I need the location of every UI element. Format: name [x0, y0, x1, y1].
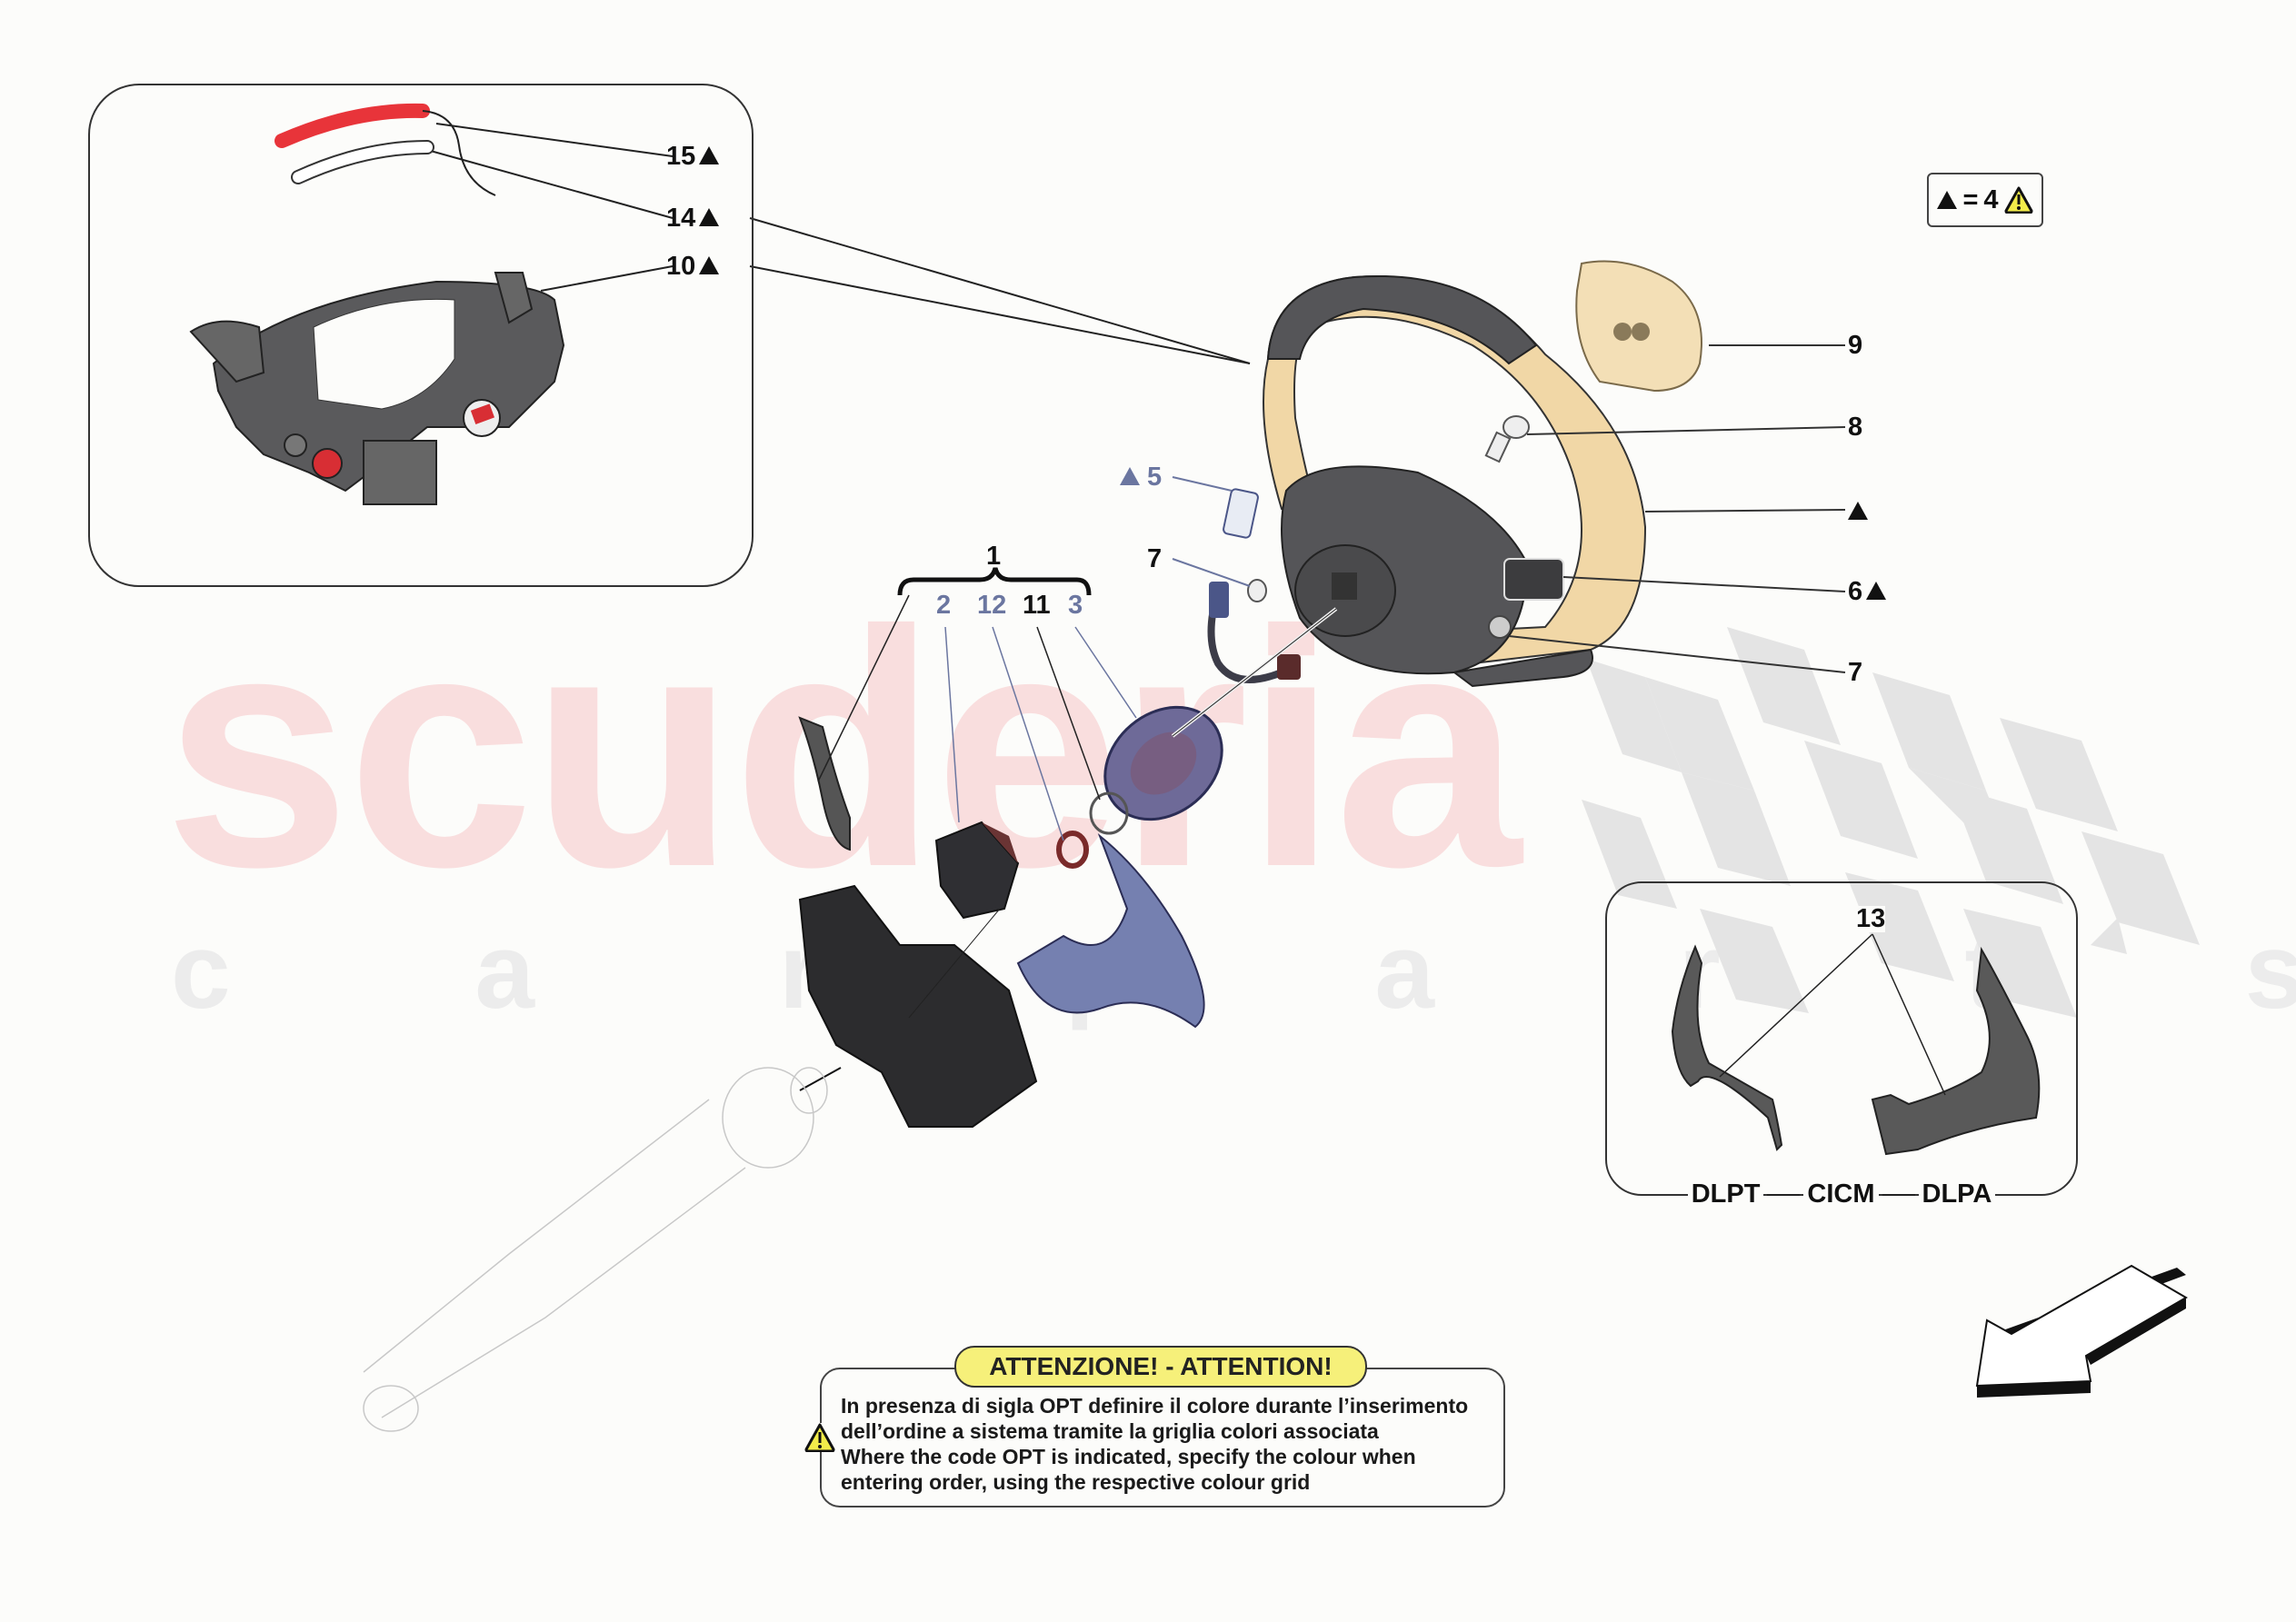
direction-arrow-icon	[1975, 1264, 2188, 1398]
cap-part-7	[1247, 579, 1267, 602]
attention-text: In presenza di sigla OPT definire il col…	[841, 1393, 1468, 1495]
airbag-module	[1575, 260, 1702, 393]
callout-1-group[interactable]: 1	[986, 542, 1002, 571]
watermark-brand: scuderia	[164, 562, 1522, 937]
ring-part-11	[1089, 791, 1129, 835]
callout-10[interactable]: 10	[666, 254, 720, 280]
callout-6[interactable]: 6	[1848, 579, 1887, 605]
legend-equals: =	[1962, 184, 1979, 214]
marker-triangle-icon	[699, 256, 720, 274]
callout-9[interactable]: 9	[1848, 331, 1863, 360]
steering-hub-inset	[189, 272, 565, 505]
paddle-variant-caption: DLPT CICM DLPA	[1605, 1179, 2078, 1209]
steering-wheel	[1263, 274, 1647, 688]
callout-11[interactable]: 11	[1023, 591, 1051, 620]
variant-dlpt[interactable]: DLPT	[1687, 1179, 1764, 1209]
callout-15[interactable]: 15	[666, 144, 720, 170]
legend-value: 4	[1983, 184, 1999, 214]
checkered-flag-icon	[1582, 627, 2200, 1018]
callout-3[interactable]: 3	[1068, 591, 1083, 620]
paddle-right	[1016, 832, 1205, 1029]
inset-shift-paddles	[1605, 881, 2078, 1196]
steering-shaft-outline	[363, 1067, 828, 1432]
switch-part-5	[1223, 488, 1259, 539]
legend-box: = 4	[1927, 173, 2043, 227]
attention-warning-icon	[804, 1423, 835, 1453]
control-module	[934, 821, 1020, 920]
marker-triangle-icon	[1120, 467, 1140, 485]
callout-wheel-rim[interactable]	[1848, 499, 1868, 525]
group-brace	[897, 567, 1092, 596]
attention-line-it-1: In presenza di sigla OPT definire il col…	[841, 1394, 1469, 1418]
marker-triangle-icon	[699, 146, 720, 164]
attention-line-en-1: Where the code OPT is indicated, specify…	[841, 1445, 1416, 1468]
clock-spring	[1103, 705, 1223, 821]
callout-14[interactable]: 14	[666, 205, 720, 232]
callout-7-right[interactable]: 7	[1848, 658, 1863, 687]
variant-dlpa[interactable]: DLPA	[1918, 1179, 1996, 1209]
variant-cicm[interactable]: CICM	[1803, 1179, 1879, 1209]
attention-line-it-2: dell’ordine a sistema tramite la griglia…	[841, 1419, 1379, 1443]
marker-triangle-icon	[1866, 582, 1887, 600]
callout-7-center[interactable]: 7	[1147, 544, 1163, 573]
marker-triangle-icon	[1937, 191, 1958, 209]
led-strip-red	[275, 103, 430, 148]
attention-title: ATTENZIONE! - ATTENTION!	[954, 1346, 1367, 1388]
paddle-dlpt	[1671, 944, 1783, 1151]
attention-notice	[820, 1368, 1505, 1508]
callout-12[interactable]: 12	[977, 591, 1007, 620]
warning-triangle-icon	[2004, 186, 2033, 214]
callout-5[interactable]: 5	[1120, 464, 1162, 491]
attention-line-en-2: entering order, using the respective col…	[841, 1470, 1311, 1494]
bolt	[1484, 415, 1530, 463]
ring-part-12	[1056, 831, 1089, 869]
callout-8[interactable]: 8	[1848, 413, 1863, 442]
callout-13[interactable]: 13	[1856, 904, 1886, 933]
paddle-dlpa	[1871, 946, 2041, 1156]
paddle-left	[798, 716, 851, 851]
inset-steering-hub	[88, 84, 754, 587]
callout-2[interactable]: 2	[936, 591, 952, 620]
marker-triangle-icon	[1848, 502, 1868, 520]
marker-triangle-icon	[699, 208, 720, 226]
